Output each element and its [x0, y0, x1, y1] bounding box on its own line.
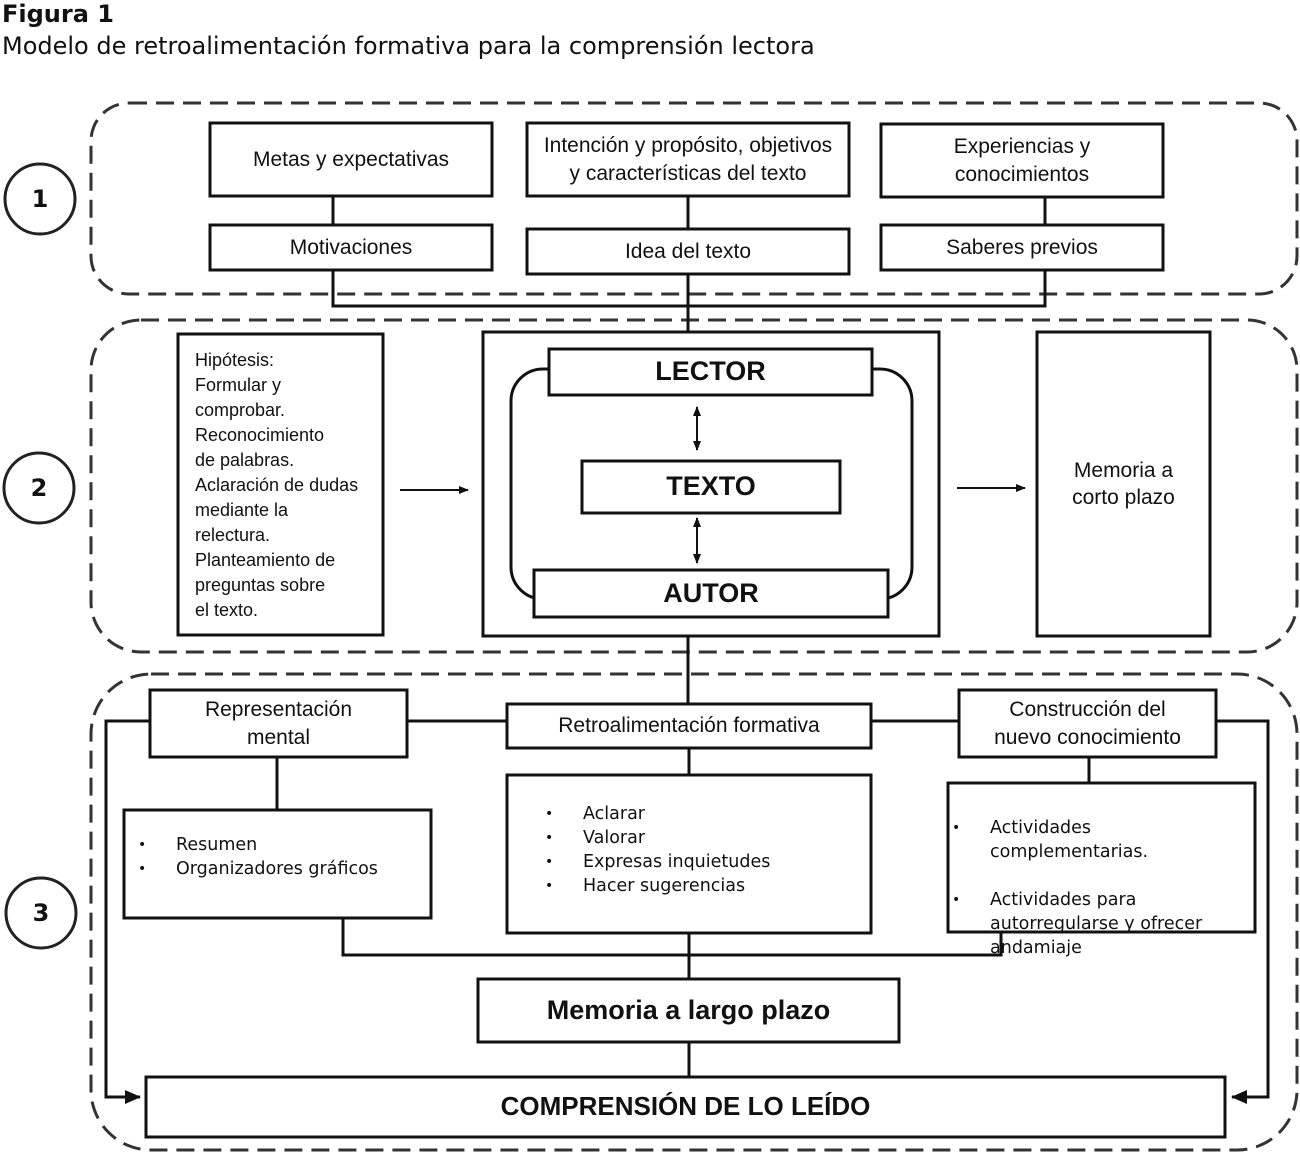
center-list: Aclarar Valorar Expresas inquietudes Hac…: [541, 802, 770, 898]
list-item: Organizadores gráficos: [134, 857, 378, 881]
box-retroalimentacion: [505, 702, 873, 750]
box-memoria-corto: [1035, 330, 1212, 638]
representacion-label: Representación mental: [204, 698, 353, 749]
list-item: Actividades complementarias.: [948, 816, 1202, 864]
box-texto: [580, 459, 842, 515]
section1-number: 1: [31, 185, 49, 213]
saberes-label: Saberes previos: [946, 235, 1098, 259]
texto-label: TEXTO: [666, 471, 756, 502]
hipotesis-text: Hipótesis: Formular y comprobar. Reconoc…: [195, 350, 359, 620]
box-motivaciones: [208, 223, 494, 272]
section2-frame: [89, 318, 1299, 654]
motivaciones-label: Motivaciones: [289, 235, 413, 259]
arrow-right-to-comprension: [1216, 719, 1270, 1104]
memoria-largo-label: Memoria a largo plazo: [546, 994, 831, 1025]
section2-number: 2: [30, 474, 48, 502]
section3-circle: [4, 876, 78, 950]
lector-label: LECTOR: [655, 356, 766, 387]
memoria-corto-label: Memoria a corto plazo: [1072, 458, 1175, 509]
list-item: Aclarar: [541, 802, 770, 826]
figure-title: Modelo de retroalimentación formativa pa…: [2, 32, 815, 60]
box-metas: [208, 121, 494, 198]
list-item: Hacer sugerencias: [541, 874, 770, 898]
experiencias-label: Experiencias y conocimientos: [953, 135, 1091, 186]
section3-number: 3: [32, 899, 50, 927]
right-list: Actividades complementarias. Actividades…: [948, 792, 1202, 984]
left-list: Resumen Organizadores gráficos: [134, 833, 378, 881]
list-item: Actividades para autorregularse y ofrece…: [948, 888, 1202, 960]
box-hipotesis: [176, 332, 385, 637]
intencion-label: Intención y propósito, objetivos y carac…: [543, 134, 833, 185]
idea-label: Idea del texto: [624, 239, 752, 263]
autor-label: AUTOR: [663, 577, 759, 608]
box-autor: [532, 568, 890, 619]
construccion-label: Construcción del nuevo conocimiento: [994, 698, 1181, 749]
metas-label: Metas y expectativas: [252, 147, 450, 171]
box-comprension: [144, 1075, 1227, 1139]
box-saberes: [879, 223, 1165, 272]
comprension-label: COMPRENSIÓN DE LO LEÍDO: [500, 1091, 871, 1122]
box-construccion: [957, 688, 1218, 759]
list-item: Resumen: [134, 833, 378, 857]
box-experiencias: [879, 122, 1165, 199]
section1-frame: [89, 101, 1299, 296]
retroalimentacion-label: Retroalimentación formativa: [558, 714, 820, 738]
figure-label: Figura 1: [2, 0, 114, 28]
box-lector: [547, 347, 874, 397]
arrow-left-to-comprension: [104, 719, 150, 1104]
section1-circle: [3, 162, 77, 236]
section3-frame: [89, 672, 1299, 1152]
list-item: Valorar: [541, 826, 770, 850]
section2-circle: [2, 451, 76, 525]
list-item: Expresas inquietudes: [541, 850, 770, 874]
